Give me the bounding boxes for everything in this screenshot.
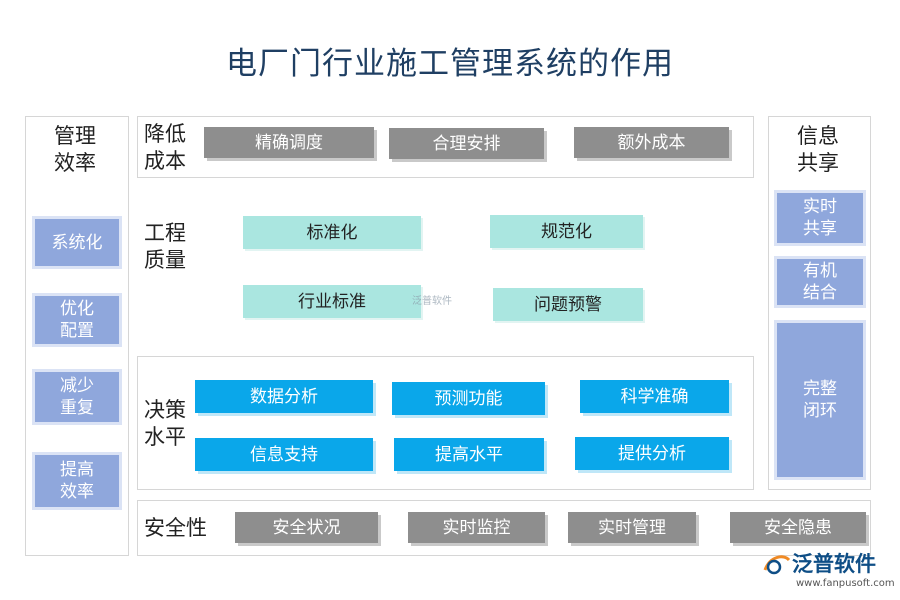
decision-item-data-analysis: 数据分析: [195, 380, 373, 413]
cost-item-reasonable-arrangement: 合理安排: [389, 128, 544, 159]
decision-heading: 决策 水平: [144, 398, 186, 449]
left-item-improve-efficiency: 提高 效率: [32, 452, 122, 510]
safety-item-hazard: 安全隐患: [730, 512, 866, 543]
left-item-systematize: 系统化: [32, 216, 122, 269]
right-item-realtime-share: 实时 共享: [774, 190, 866, 246]
decision-item-prediction: 预测功能: [392, 382, 545, 415]
page-title: 电厂门行业施工管理系统的作用: [226, 46, 674, 82]
safety-item-realtime-manage: 实时管理: [568, 512, 696, 543]
safety-item-status: 安全状况: [235, 512, 378, 543]
fanpu-logo-icon: [763, 555, 791, 575]
decision-item-info-support: 信息支持: [195, 438, 373, 471]
left-item-reduce-repeat: 减少 重复: [32, 369, 122, 425]
quality-heading: 工程 质量: [144, 221, 186, 272]
management-efficiency-heading: 管理 效率: [54, 124, 96, 175]
cost-reduction-heading: 降低 成本: [144, 122, 186, 173]
safety-heading: 安全性: [144, 516, 207, 540]
right-item-organic-combine: 有机 结合: [774, 256, 866, 308]
logo-name: 泛普软件: [792, 552, 876, 576]
left-item-optimize: 优化 配置: [32, 293, 122, 347]
watermark: 泛普软件: [412, 296, 452, 307]
decision-item-raise-level: 提高水平: [394, 438, 544, 471]
right-item-complete-loop: 完整 闭环: [774, 320, 866, 480]
cost-item-precise-dispatch: 精确调度: [204, 127, 374, 158]
cost-item-extra-cost: 额外成本: [574, 127, 729, 158]
logo-url: www.fanpusoft.com: [796, 578, 895, 589]
decision-item-scientific-accuracy: 科学准确: [580, 380, 729, 413]
brand-logo: 泛普软件: [762, 552, 876, 576]
decision-item-provide-analysis: 提供分析: [575, 437, 729, 470]
quality-item-problem-alert: 问题预警: [493, 288, 643, 321]
quality-item-standardize: 标准化: [243, 216, 421, 249]
quality-item-normalize: 规范化: [490, 215, 643, 248]
quality-item-industry-standard: 行业标准: [243, 285, 421, 318]
info-sharing-heading: 信息 共享: [797, 124, 839, 175]
safety-item-realtime-monitor: 实时监控: [408, 512, 545, 543]
